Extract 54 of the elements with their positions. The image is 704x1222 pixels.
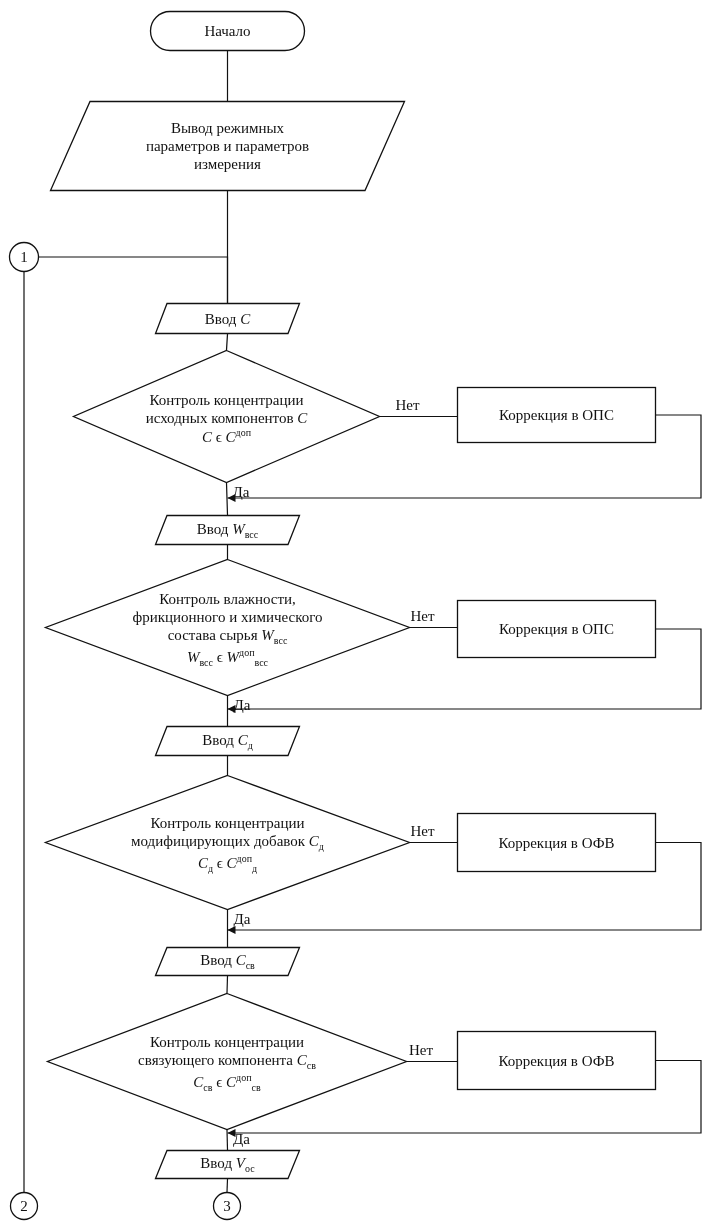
arrow bbox=[226, 628, 702, 713]
input-output-parallelogram bbox=[155, 1150, 300, 1179]
connector-line bbox=[226, 1129, 229, 1151]
connector-circle bbox=[9, 242, 39, 272]
input-output-parallelogram bbox=[155, 947, 300, 976]
node-label: Вывод режимных параметров и параметров измерения bbox=[144, 119, 311, 173]
connector-circle bbox=[213, 1192, 241, 1220]
connector-line bbox=[226, 50, 229, 102]
arrow bbox=[226, 1059, 702, 1137]
input-output-parallelogram bbox=[50, 101, 405, 191]
arrow bbox=[226, 841, 702, 934]
input-output-parallelogram bbox=[155, 726, 300, 756]
decision-diamond bbox=[45, 775, 410, 910]
process-box bbox=[457, 387, 656, 443]
edge-label: Да bbox=[232, 911, 252, 928]
decision-diamond bbox=[47, 993, 407, 1130]
node-label: Коррекция в ОПС bbox=[499, 406, 614, 424]
process-box bbox=[457, 600, 656, 658]
connector-number: 3 bbox=[223, 1197, 231, 1215]
node-label: Коррекция в ОФВ bbox=[498, 833, 615, 852]
connector-line bbox=[409, 626, 458, 629]
node-label: Ввод C bbox=[204, 309, 251, 328]
connector-line bbox=[409, 841, 458, 844]
decision-diamond bbox=[73, 350, 380, 483]
connector-line bbox=[38, 256, 229, 304]
node-label: Ввод V$_{ос}$ bbox=[200, 1154, 255, 1175]
arrow bbox=[226, 414, 702, 502]
edge-label: Да bbox=[232, 1131, 251, 1148]
connector-line bbox=[226, 695, 229, 727]
node-label: Начало bbox=[204, 22, 251, 40]
terminator-shape bbox=[150, 11, 305, 51]
connector-line bbox=[406, 1060, 458, 1063]
decision-diamond bbox=[45, 559, 410, 696]
node-label: Коррекция в ОФВ bbox=[498, 1051, 615, 1070]
connector-line bbox=[379, 415, 458, 418]
connector-line bbox=[226, 975, 229, 994]
process-box bbox=[457, 1031, 656, 1090]
connector-number: 2 bbox=[20, 1197, 28, 1215]
node-label: Ввод W$_{всс}$ bbox=[196, 519, 259, 541]
connector-line bbox=[226, 1178, 229, 1193]
node-label: Ввод C$_{д}$ bbox=[202, 730, 253, 752]
connector-circle bbox=[10, 1192, 38, 1220]
connector-line bbox=[225, 482, 229, 516]
connector-line bbox=[226, 909, 229, 948]
connector-line bbox=[225, 333, 229, 351]
node-label: Ввод C$_{св}$ bbox=[200, 951, 255, 972]
input-output-parallelogram bbox=[155, 515, 300, 545]
connector-line bbox=[226, 755, 229, 776]
node-label: Коррекция в ОПС bbox=[499, 620, 614, 638]
connector-line bbox=[23, 271, 25, 1193]
input-output-parallelogram bbox=[155, 303, 300, 334]
connector-number: 1 bbox=[20, 248, 28, 266]
condition-text: C ϵ C$^{доп}$ bbox=[200, 427, 253, 446]
process-box bbox=[457, 813, 656, 872]
